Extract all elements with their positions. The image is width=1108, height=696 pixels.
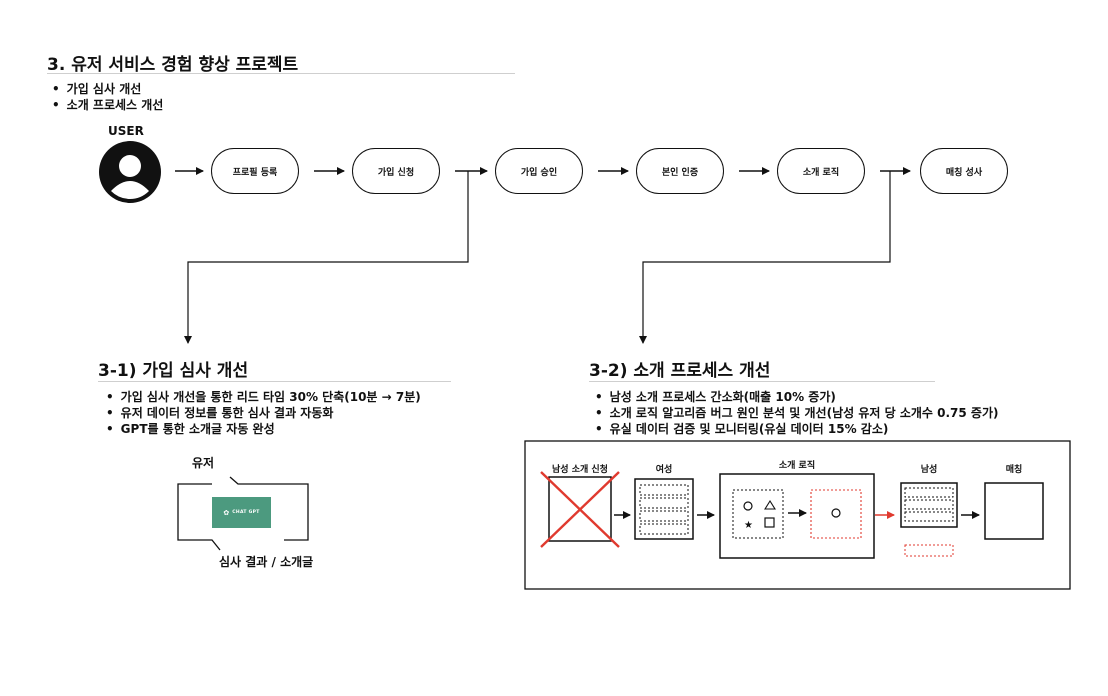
intro-bullet: 소개 프로세스 개선: [52, 97, 164, 113]
user-label: USER: [108, 124, 144, 138]
user-avatar-icon: [99, 141, 161, 203]
gpt-frame-right: [229, 476, 309, 541]
sub1-title: 3-1) 가입 심사 개선: [98, 361, 249, 381]
chatgpt-chip-label: CHAT GPT: [232, 510, 260, 515]
process-frame: [524, 440, 1071, 590]
gpt-frame-left: [177, 483, 221, 551]
diagram-label-male: 남성: [920, 465, 938, 475]
sub2-bullet: 소개 로직 알고리즘 버그 원인 분석 및 개선(남성 유저 당 소개수 0.7…: [595, 405, 999, 421]
title-divider: [47, 73, 515, 74]
flow-step-verify: 본인 인증: [636, 148, 724, 194]
sub1-bullet: GPT를 통한 소개글 자동 완성: [106, 421, 421, 437]
gpt-output-label: 심사 결과 / 소개글: [219, 555, 314, 569]
intro-bullet-list: 가입 심사 개선 소개 프로세스 개선: [52, 81, 164, 113]
female-box: [634, 478, 694, 540]
sub1-bullet: 가입 심사 개선을 통한 리드 타임 30% 단축(10분 → 7분): [106, 389, 421, 405]
male-box: [900, 482, 958, 528]
diagram-label-male-request: 남성 소개 신청: [552, 465, 608, 475]
svg-text:★: ★: [744, 520, 753, 531]
sub1-bullet-list: 가입 심사 개선을 통한 리드 타임 30% 단축(10분 → 7분) 유저 데…: [106, 389, 421, 437]
branch-line-1: [184, 171, 469, 344]
sub2-title: 3-2) 소개 프로세스 개선: [589, 361, 771, 381]
gpt-input-label: 유저: [192, 456, 215, 470]
flow-step-logic: 소개 로직: [777, 148, 865, 194]
match-box: [984, 482, 1044, 540]
chatgpt-chip: ✿ CHAT GPT: [212, 497, 271, 528]
diagram-label-match: 매칭: [1005, 465, 1023, 475]
flow-step-match: 매칭 성사: [920, 148, 1008, 194]
flow-step-apply: 가입 신청: [352, 148, 440, 194]
flow-step-profile: 프로필 등록: [211, 148, 299, 194]
flow-step-approve: 가입 승인: [495, 148, 583, 194]
sub2-bullet: 남성 소개 프로세스 간소화(매출 10% 증가): [595, 389, 998, 405]
intro-bullet: 가입 심사 개선: [52, 81, 163, 97]
sub1-divider: [98, 381, 451, 382]
branch-line-2: [639, 171, 891, 344]
sub2-divider: [589, 381, 935, 382]
sub2-bullet-list: 남성 소개 프로세스 간소화(매출 10% 증가) 소개 로직 알고리즘 버그 …: [595, 389, 999, 437]
diagram-label-female: 여성: [655, 465, 673, 475]
sub2-bullet: 유실 데이터 검증 및 모니터링(유실 데이터 15% 감소): [595, 421, 998, 437]
section-title: 3. 유저 서비스 경험 향상 프로젝트: [47, 55, 299, 75]
chatgpt-logo-icon: ✿: [223, 508, 230, 517]
diagram-label-logic: 소개 로직: [778, 461, 816, 471]
male-request-box: [548, 476, 612, 542]
logic-box: [719, 473, 875, 559]
sub1-bullet: 유저 데이터 정보를 통한 심사 결과 자동화: [106, 405, 421, 421]
